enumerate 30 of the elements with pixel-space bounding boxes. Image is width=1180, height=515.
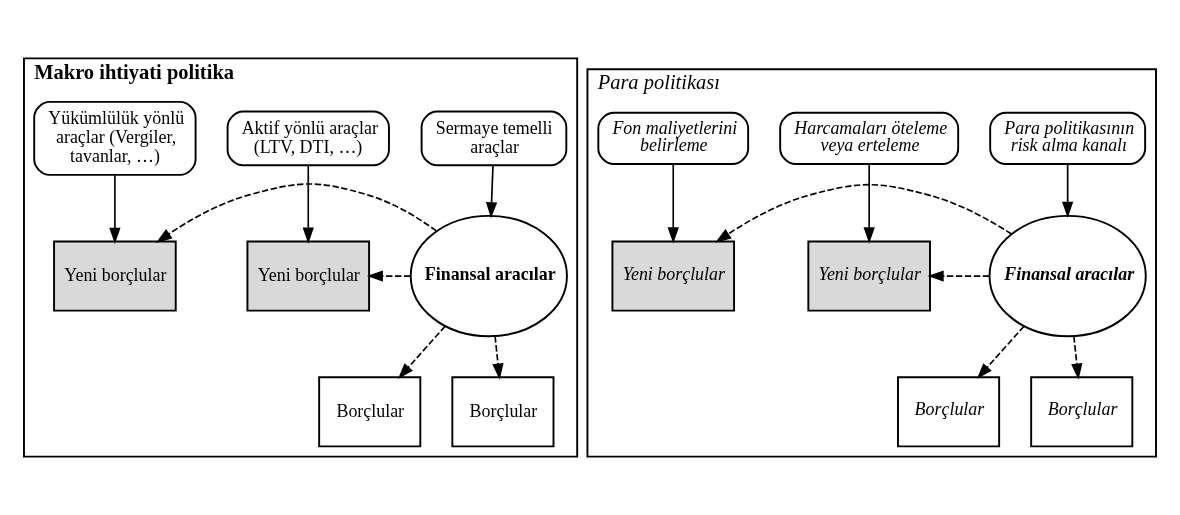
arrow <box>485 164 498 219</box>
node-box: Borçlular <box>897 376 1001 448</box>
arrow <box>667 163 679 244</box>
arrow <box>492 335 504 380</box>
arrow <box>715 183 1013 243</box>
node-box: Harcamaları öteleme veya erteleme <box>779 111 960 165</box>
arrow <box>366 270 412 282</box>
arrow <box>863 163 875 244</box>
arrow <box>1062 163 1074 218</box>
node-ellipse: Finansal aracılar <box>988 214 1147 338</box>
arrow <box>302 164 314 244</box>
node-box: Sermaye temelli araçlar <box>420 110 568 167</box>
node-box: Borçlular <box>451 376 555 448</box>
arrow <box>397 325 446 379</box>
node-box: Para politikasının risk alma kanalı <box>989 111 1147 165</box>
node-box: Yükümlülük yönlü araçlar (Vergiler, tavanlar, …) <box>33 100 197 176</box>
arrow <box>155 183 438 243</box>
node-ellipse: Finansal aracılar <box>409 214 568 338</box>
arrow <box>976 325 1025 379</box>
node-box: Yeni borçlular <box>611 240 736 312</box>
arrow <box>927 270 990 282</box>
node-box: Aktif yönlü araçlar (LTV, DTI, …) <box>226 110 390 167</box>
node-box: Borçlular <box>318 376 422 448</box>
node-box: Yeni borçlular <box>53 240 177 312</box>
arrow <box>1071 335 1083 380</box>
node-box: Borçlular <box>1030 376 1134 448</box>
node-box: Yeni borçlular <box>807 240 931 312</box>
node-box: Fon maliyetlerini belirleme <box>597 111 750 165</box>
arrow <box>109 174 121 244</box>
node-box: Yeni borçlular <box>246 240 371 312</box>
